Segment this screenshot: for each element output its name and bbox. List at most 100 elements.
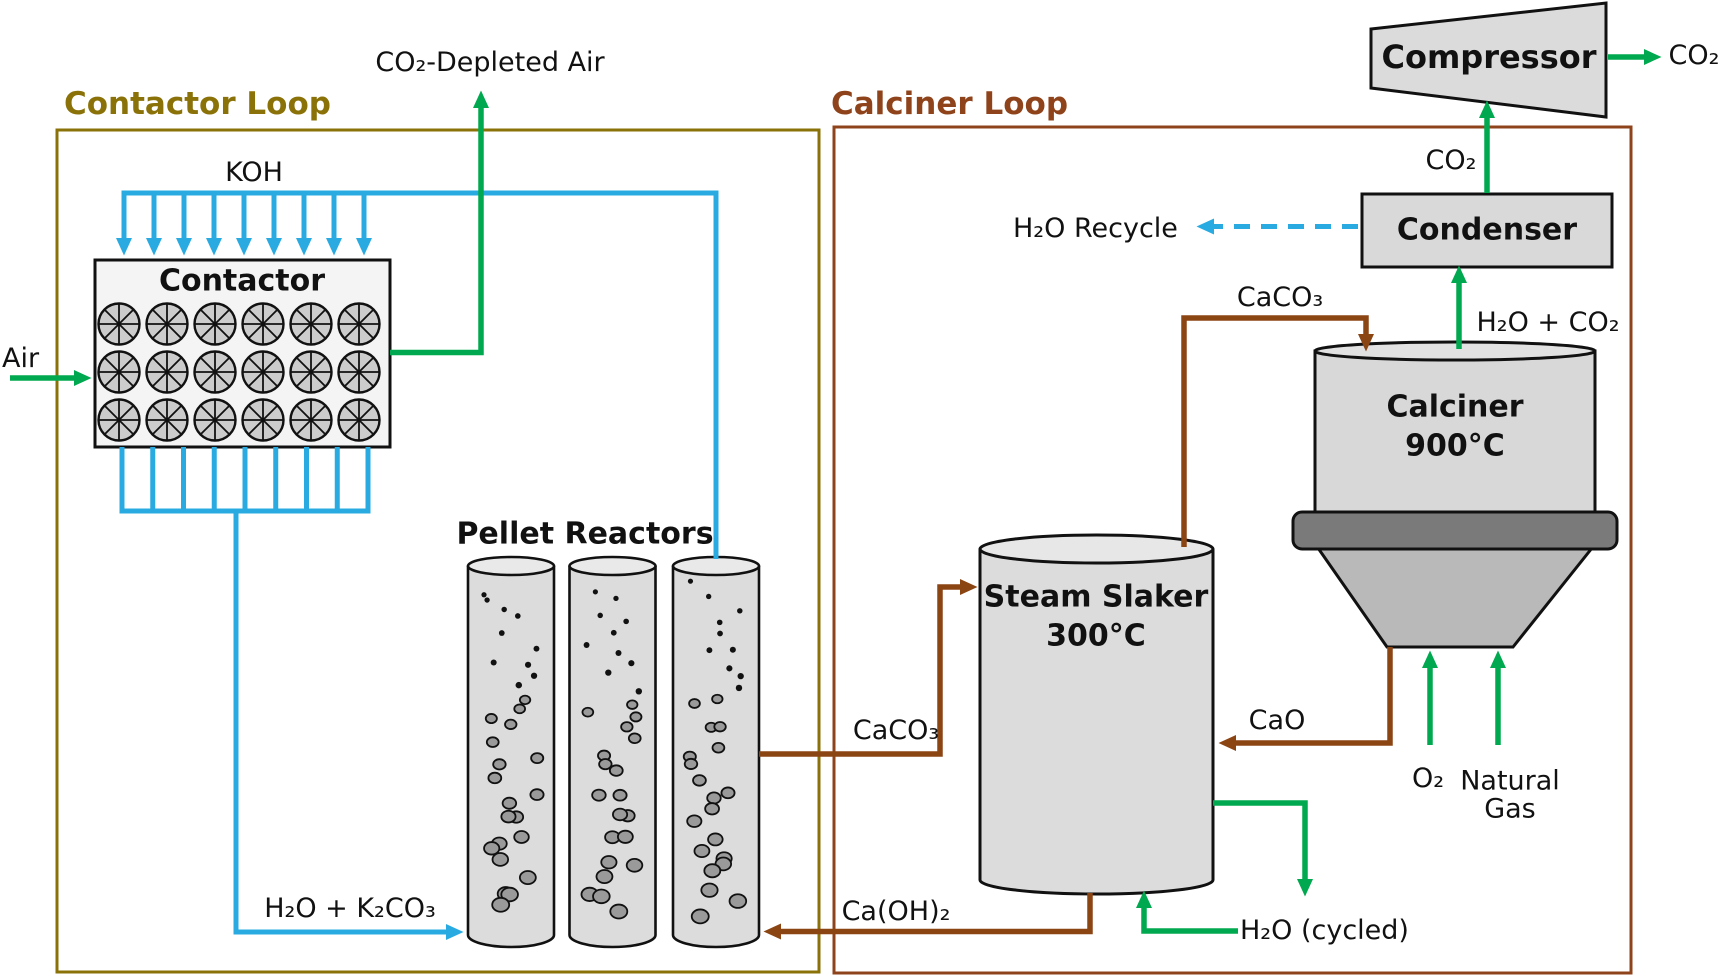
pellet-dot: [491, 852, 510, 867]
label-co2-product: CO₂: [1668, 39, 1720, 71]
calciner-top: [1313, 340, 1597, 362]
pipe-co2-depleted-air: [390, 90, 489, 356]
pellet-dot: [591, 788, 607, 802]
label-natural-gas: Natural Gas: [1460, 765, 1560, 825]
steam-slaker-label: Steam Slaker: [983, 579, 1209, 615]
pipe-cao: [1218, 647, 1393, 751]
calciner-vessel: [1291, 340, 1619, 649]
pellet-dot: [501, 606, 507, 613]
pellet-dot: [612, 807, 629, 822]
contactor-loop-box: [55, 128, 821, 974]
pellet-dot: [500, 809, 517, 824]
pellet-dot: [530, 752, 545, 765]
pellet-dot: [711, 741, 726, 754]
label-h2o-k2co3: H₂O + K₂CO₃: [264, 892, 436, 924]
label-h2o-cycled: H₂O (cycled): [1240, 914, 1409, 946]
pellet-dot: [610, 629, 617, 636]
label-cao: CaO: [1248, 704, 1306, 736]
pellet-dot: [625, 857, 644, 873]
pipe-caco3-to-slaker: [759, 579, 978, 757]
calciner-funnel: [1315, 546, 1596, 649]
pellet-dot: [688, 698, 701, 709]
contactor-loop-title: Contactor Loop: [64, 86, 331, 122]
pellet-dot: [726, 665, 733, 672]
fan-icon: [241, 302, 285, 346]
fan-icon: [289, 350, 333, 394]
label-caco3-to-slaker: CaCO₃: [852, 714, 940, 746]
fan-icon: [241, 350, 285, 394]
label-o2: O₂: [1411, 762, 1445, 794]
pipe-caoh2: [763, 893, 1093, 940]
calcium-streams: [759, 315, 1393, 940]
fan-icon: [337, 302, 381, 346]
pellet-dot: [481, 592, 487, 598]
calciner-loop-title: Calciner Loop: [831, 86, 1069, 122]
pipe-h2o-k2co3: [233, 511, 464, 940]
pellet-dot: [500, 886, 519, 903]
pellet-dot: [498, 630, 505, 636]
pellet-dot: [600, 855, 618, 870]
pellet-dot: [529, 788, 545, 801]
pellet-dot: [513, 703, 526, 715]
pellet-dot: [692, 774, 707, 787]
koh-streams: [116, 190, 1358, 940]
pellet-dot: [626, 699, 639, 710]
pellet-reactor-2: [568, 555, 657, 949]
pellet-dot: [592, 888, 611, 905]
calciner-loop-box: [832, 125, 1633, 975]
pellet-dot: [530, 672, 538, 679]
steam-slaker-vessel: [978, 533, 1215, 896]
pipe-koh-manifold: [121, 190, 719, 559]
contactor-label: Contactor: [158, 263, 326, 299]
label-caoh2: Ca(OH)₂: [841, 895, 951, 927]
pellet-dot: [513, 830, 530, 844]
pellet-dot: [720, 786, 736, 800]
pellet-dot: [704, 802, 720, 816]
fan-icon: [145, 398, 189, 442]
pipe-h2o-cycled-out: [1213, 800, 1313, 897]
compressor-label: Compressor: [1381, 38, 1597, 77]
pellet-dot: [612, 788, 628, 802]
fan-icon: [289, 302, 333, 346]
pellet-dot: [524, 661, 532, 668]
calciner-body: [1313, 349, 1597, 514]
pellet-dot: [515, 681, 523, 689]
pellet-dot: [620, 721, 634, 733]
pellet-dot: [735, 684, 743, 692]
pellet-dot: [703, 863, 722, 879]
condenser-label: Condenser: [1396, 212, 1578, 248]
pellet-dot: [592, 589, 598, 595]
pellet-dot: [687, 578, 694, 584]
fan-icon: [337, 350, 381, 394]
koh-spray-arrows: [116, 195, 372, 256]
pipe-caco3-to-calciner: [1181, 315, 1374, 547]
pellet-dot: [713, 721, 727, 733]
pellet-dot: [737, 608, 743, 614]
fan-icon: [97, 350, 141, 394]
pipe-h2o-cycled-return: [1136, 890, 1238, 934]
pellet-dots: [481, 578, 748, 925]
pellet-dot: [613, 595, 619, 602]
pellet-dot: [598, 758, 613, 771]
pellet-dot: [683, 757, 699, 770]
pellet-dot: [492, 758, 507, 771]
pellet-dot: [693, 843, 711, 859]
pellet-dot: [623, 618, 629, 625]
pellet-dot: [711, 693, 724, 705]
fan-icon: [97, 302, 141, 346]
calciner-temp: 900°C: [1405, 428, 1505, 464]
pellet-dot: [737, 672, 744, 680]
pellet-dot: [518, 694, 532, 706]
pellet-dot: [706, 647, 713, 654]
pellet-dot: [605, 669, 612, 676]
pellet-dot: [628, 660, 635, 667]
pellet-dot: [484, 597, 490, 603]
pellet-dot: [491, 896, 511, 913]
pellet-dot: [487, 771, 503, 785]
label-h2o-recycle: H₂O Recycle: [1013, 212, 1178, 244]
fan-icon: [145, 350, 189, 394]
steam-slaker-temp: 300°C: [1046, 618, 1146, 654]
fan-icon: [193, 350, 237, 394]
pellet-dot: [583, 642, 590, 648]
